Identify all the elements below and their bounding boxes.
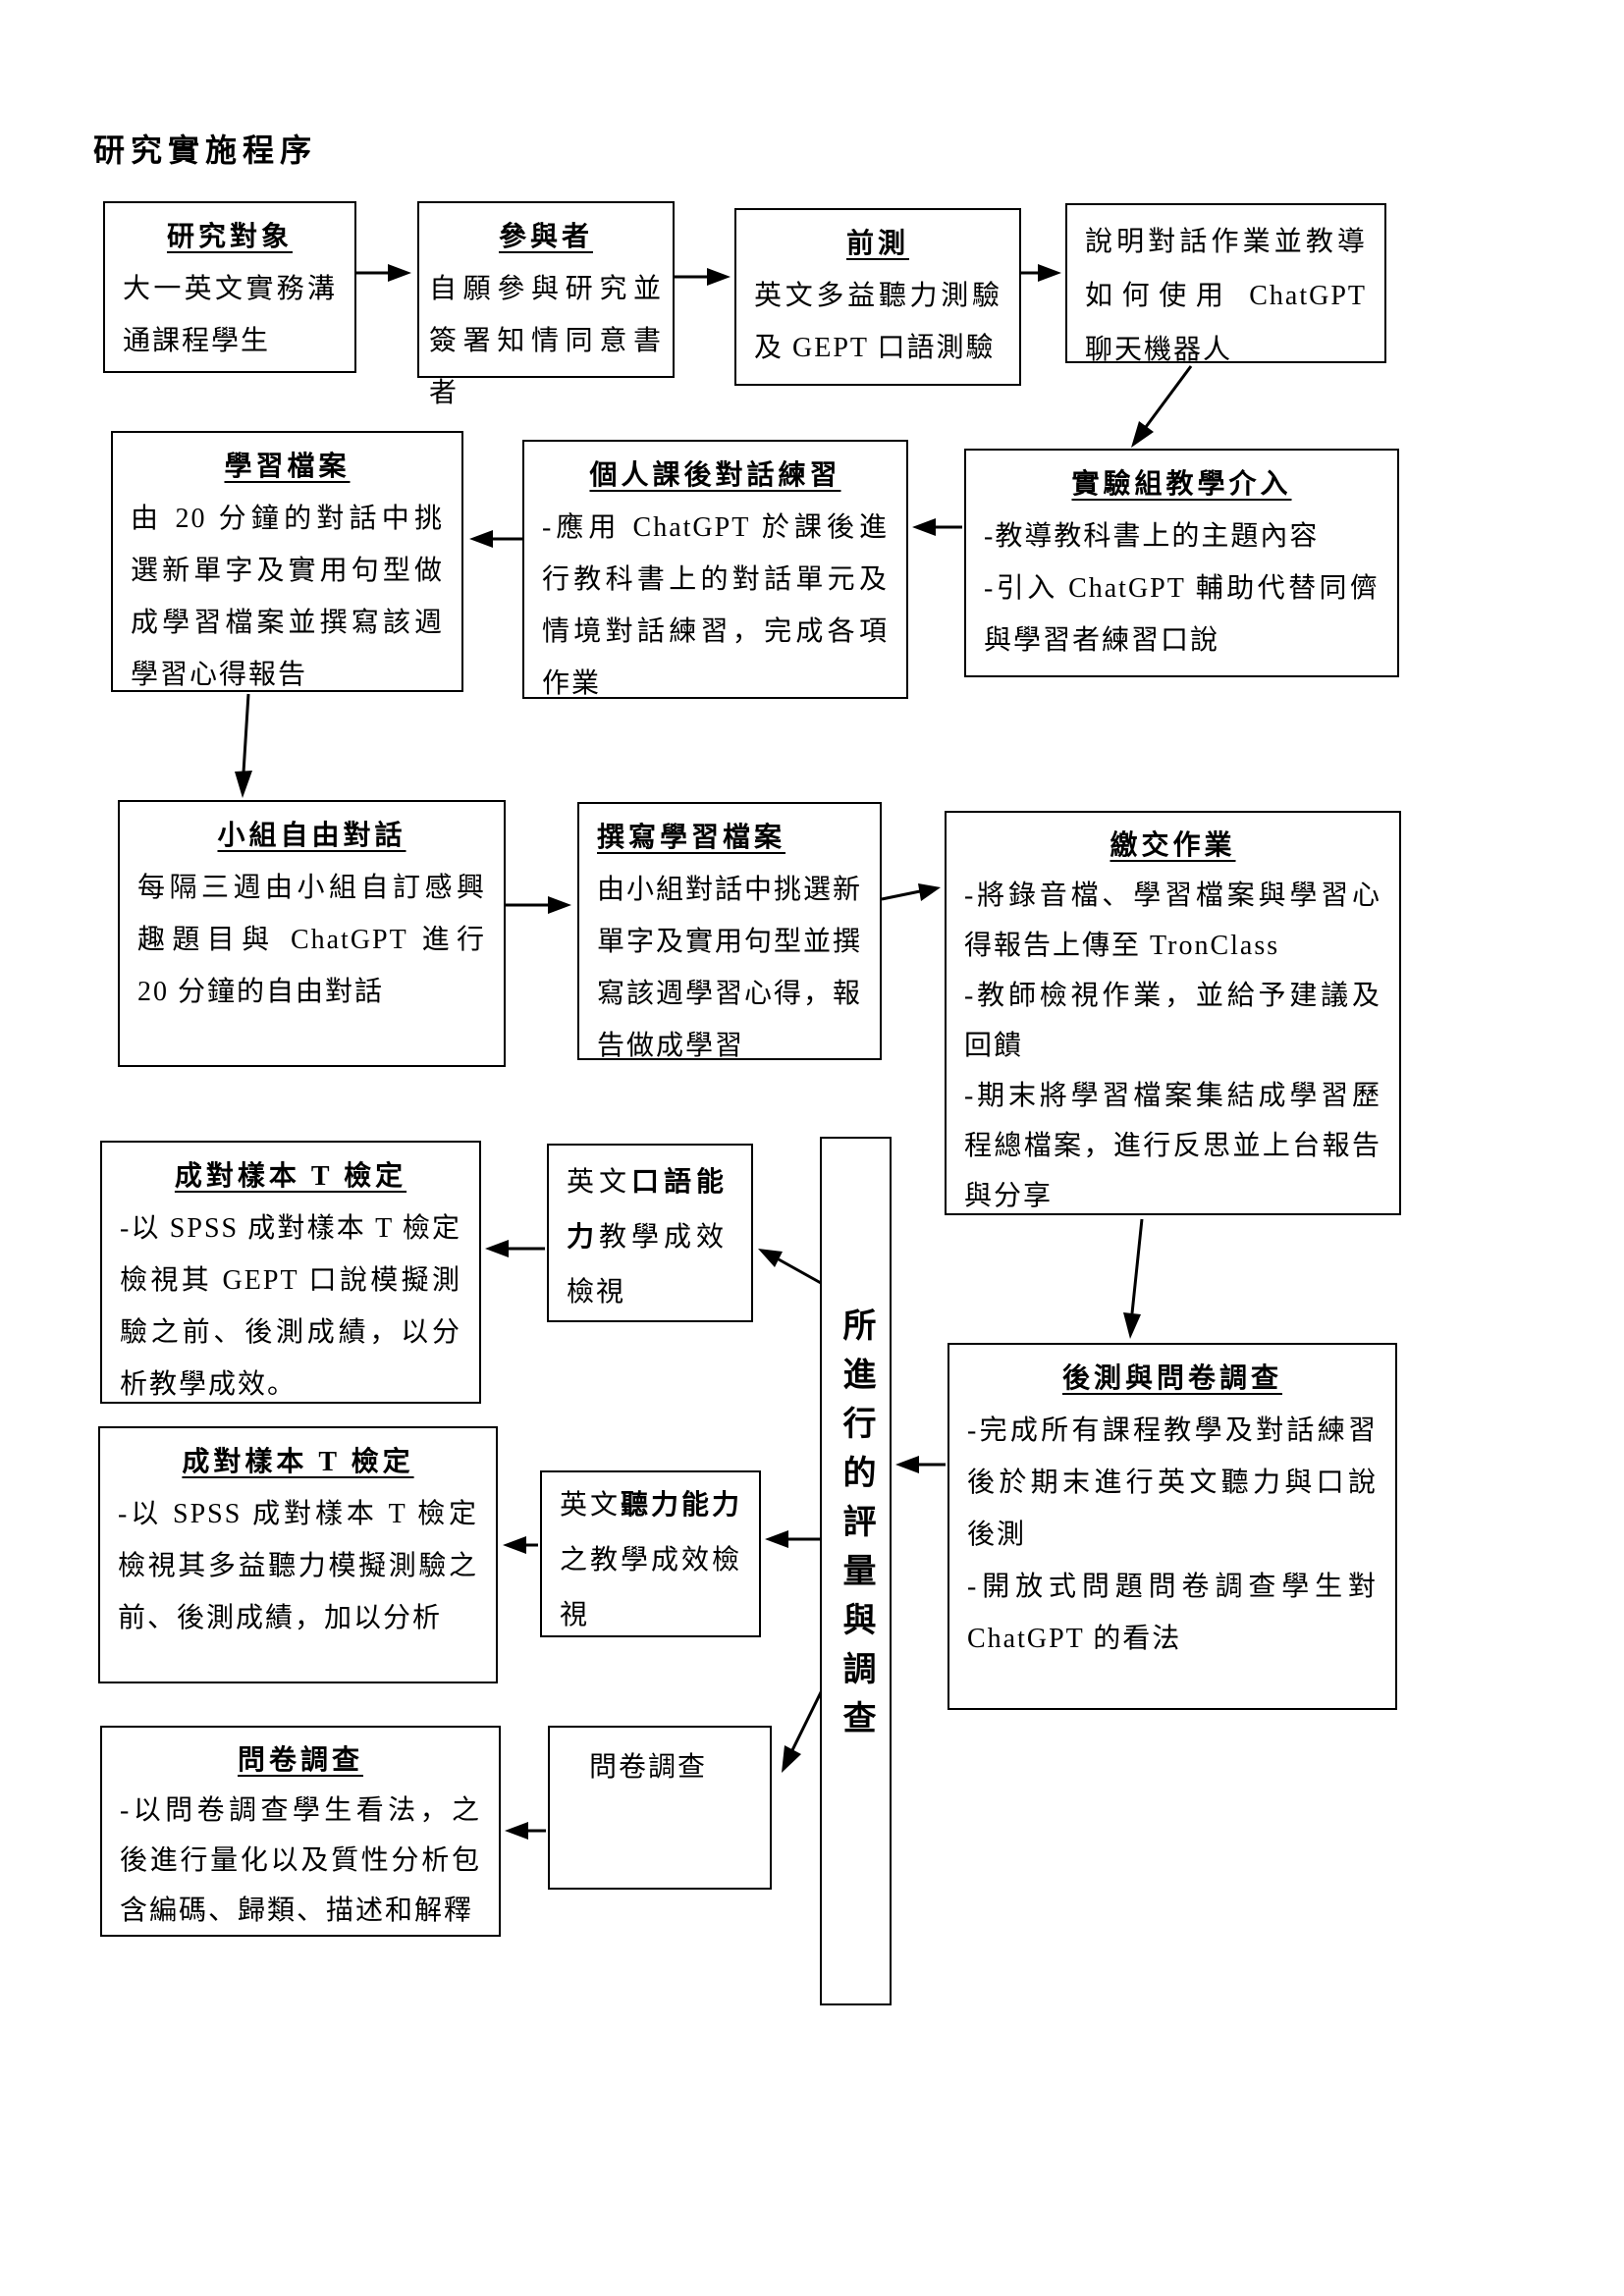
submit-work-title: 繳交作業 xyxy=(1110,830,1236,861)
arrow-intervention-to-personal-practice xyxy=(912,518,962,536)
ttest-listening-box: 成對樣本 T 檢定 -以 SPSS 成對樣本 T 檢定檢視其多益聽力模擬測驗之前… xyxy=(98,1426,498,1683)
personal-practice-box: 個人課後對話練習 -應用 ChatGPT 於課後進行教科書上的對話單元及情境對話… xyxy=(522,440,908,699)
ttest-speaking-title: 成對樣本 T 檢定 xyxy=(174,1161,407,1192)
participants-title: 參與者 xyxy=(498,222,593,252)
listening-eval-body: 英文聽力能力之教學成效檢視 xyxy=(560,1490,741,1630)
posttest-item: -開放式問題問卷調查學生對 ChatGPT 的看法 xyxy=(967,1572,1378,1654)
submit-work-item: -教師檢視作業，並給予建議及回饋 xyxy=(964,981,1381,1061)
participants-body: 自願參與研究並簽署知情同意書者 xyxy=(429,274,663,408)
pretest-box: 前測 英文多益聽力測驗及 GEPT 口語測驗 xyxy=(734,208,1021,386)
write-portfolio-body: 由小組對話中挑選新單字及實用句型並撰寫該週學習心得，報告做成學習 xyxy=(597,875,863,1061)
questionnaire-small-box: 問卷調查 xyxy=(548,1726,772,1890)
pretest-body: 英文多益聽力測驗及 GEPT 口語測驗 xyxy=(754,281,1001,363)
listening-eval-box: 英文聽力能力之教學成效檢視 xyxy=(540,1470,761,1637)
participants-box: 參與者 自願參與研究並簽署知情同意書者 xyxy=(417,201,675,408)
intervention-box: 實驗組教學介入 -教導教科書上的主題內容 -引入 ChatGPT 輔助代替同儕與… xyxy=(964,449,1399,677)
submit-work-box: 繳交作業 -將錄音檔、學習檔案與學習心得報告上傳至 TronClass -教師檢… xyxy=(945,811,1401,1215)
intervention-item: -引入 ChatGPT 輔助代替同儕與學習者練習口說 xyxy=(984,573,1380,656)
arrow-questionnaire-small-to-questionnaire xyxy=(505,1822,546,1840)
questionnaire-small-body: 問卷調查 xyxy=(589,1752,708,1783)
arrow-posttest-to-assessment-bar xyxy=(895,1456,946,1473)
page-title: 研究實施程序 xyxy=(93,133,318,168)
speaking-eval-body: 英文口語能力教學成效檢視 xyxy=(567,1167,726,1308)
arrow-speaking-eval-to-ttest-speaking xyxy=(485,1240,545,1257)
arrow-assessment-to-speaking-eval xyxy=(758,1249,822,1285)
orientation-box: 說明對話作業並教導如何使用 ChatGPT 聊天機器人 xyxy=(1065,203,1386,365)
posttest-item: -完成所有課程教學及對話練習後於期末進行英文聽力與口說後測 xyxy=(967,1415,1378,1550)
submit-work-item: -期末將學習檔案集結成學習歷程總檔案，進行反思並上台報告與分享 xyxy=(964,1081,1381,1211)
personal-practice-title: 個人課後對話練習 xyxy=(589,460,841,491)
group-dialogue-title: 小組自由對話 xyxy=(217,821,406,851)
arrow-portfolio-to-group-dialogue xyxy=(235,693,252,798)
ttest-listening-title: 成對樣本 T 檢定 xyxy=(182,1447,414,1477)
arrow-assessment-to-questionnaire-small xyxy=(782,1689,824,1773)
orientation-body: 說明對話作業並教導如何使用 ChatGPT 聊天機器人 xyxy=(1085,227,1367,365)
pretest-title: 前測 xyxy=(845,229,909,259)
arrow-pretest-to-orientation xyxy=(1021,264,1061,282)
arrow-submit-work-to-posttest xyxy=(1123,1218,1144,1339)
write-portfolio-box: 撰寫學習檔案 由小組對話中挑選新單字及實用句型並撰寫該週學習心得，報告做成學習 xyxy=(577,802,882,1061)
assessment-bar-text: 所進行的評量與調查 xyxy=(838,1308,874,1749)
arrow-group-dialogue-to-write-portfolio xyxy=(506,896,571,914)
speaking-eval-box: 英文口語能力教學成效檢視 xyxy=(547,1144,753,1322)
portfolio-box: 學習檔案 由 20 分鐘的對話中挑選新單字及實用句型做成學習檔案並撰寫該週學習心… xyxy=(111,431,463,692)
arrow-participants-to-pretest xyxy=(668,268,731,286)
arrow-subjects-to-participants xyxy=(356,264,411,282)
group-dialogue-body: 每隔三週由小組自訂感興趣題目與 ChatGPT 進行 20 分鐘的自由對話 xyxy=(137,873,486,1007)
ttest-speaking-box: 成對樣本 T 檢定 -以 SPSS 成對樣本 T 檢定檢視其 GEPT 口說模擬… xyxy=(100,1141,481,1404)
write-portfolio-title: 撰寫學習檔案 xyxy=(597,823,786,853)
posttest-title: 後測與問卷調查 xyxy=(1061,1363,1282,1394)
posttest-box: 後測與問卷調查 -完成所有課程教學及對話練習後於期末進行英文聽力與口說後測 -開… xyxy=(947,1343,1397,1710)
arrow-personal-practice-to-portfolio xyxy=(469,530,522,548)
assessment-bar-box: 所進行的評量與調查 xyxy=(820,1137,892,2005)
personal-practice-body: -應用 ChatGPT 於課後進行教科書上的對話單元及情境對話練習，完成各項作業 xyxy=(542,512,889,699)
subjects-body: 大一英文實務溝通課程學生 xyxy=(123,274,337,356)
intervention-title: 實驗組教學介入 xyxy=(1071,469,1292,500)
group-dialogue-box: 小組自由對話 每隔三週由小組自訂感興趣題目與 ChatGPT 進行 20 分鐘的… xyxy=(118,800,506,1067)
subjects-title: 研究對象 xyxy=(166,222,293,252)
subjects-box: 研究對象 大一英文實務溝通課程學生 xyxy=(103,201,356,373)
questionnaire-box: 問卷調查 -以問卷調查學生看法，之後進行量化以及質性分析包含編碼、歸類、描述和解… xyxy=(100,1726,501,1937)
ttest-listening-body: -以 SPSS 成對樣本 T 檢定檢視其多益聽力模擬測驗之前、後測成績，加以分析 xyxy=(118,1499,478,1633)
portfolio-title: 學習檔案 xyxy=(224,452,351,482)
intervention-item: -教導教科書上的主題內容 xyxy=(984,521,1320,552)
questionnaire-title: 問卷調查 xyxy=(237,1745,363,1776)
questionnaire-body: -以問卷調查學生看法，之後進行量化以及質性分析包含編碼、歸類、描述和解釋 xyxy=(120,1795,481,1926)
arrow-assessment-to-listening-eval xyxy=(765,1530,820,1548)
ttest-speaking-body: -以 SPSS 成對樣本 T 檢定檢視其 GEPT 口說模擬測驗之前、後測成績，… xyxy=(120,1213,461,1400)
portfolio-body: 由 20 分鐘的對話中挑選新單字及實用句型做成學習檔案並撰寫該週學習心得報告 xyxy=(131,504,444,690)
arrow-write-portfolio-to-submit-work xyxy=(881,883,941,901)
submit-work-item: -將錄音檔、學習檔案與學習心得報告上傳至 TronClass xyxy=(964,881,1381,961)
arrow-listening-eval-to-ttest-listening xyxy=(503,1536,538,1554)
arrow-orientation-to-intervention xyxy=(1131,365,1193,448)
